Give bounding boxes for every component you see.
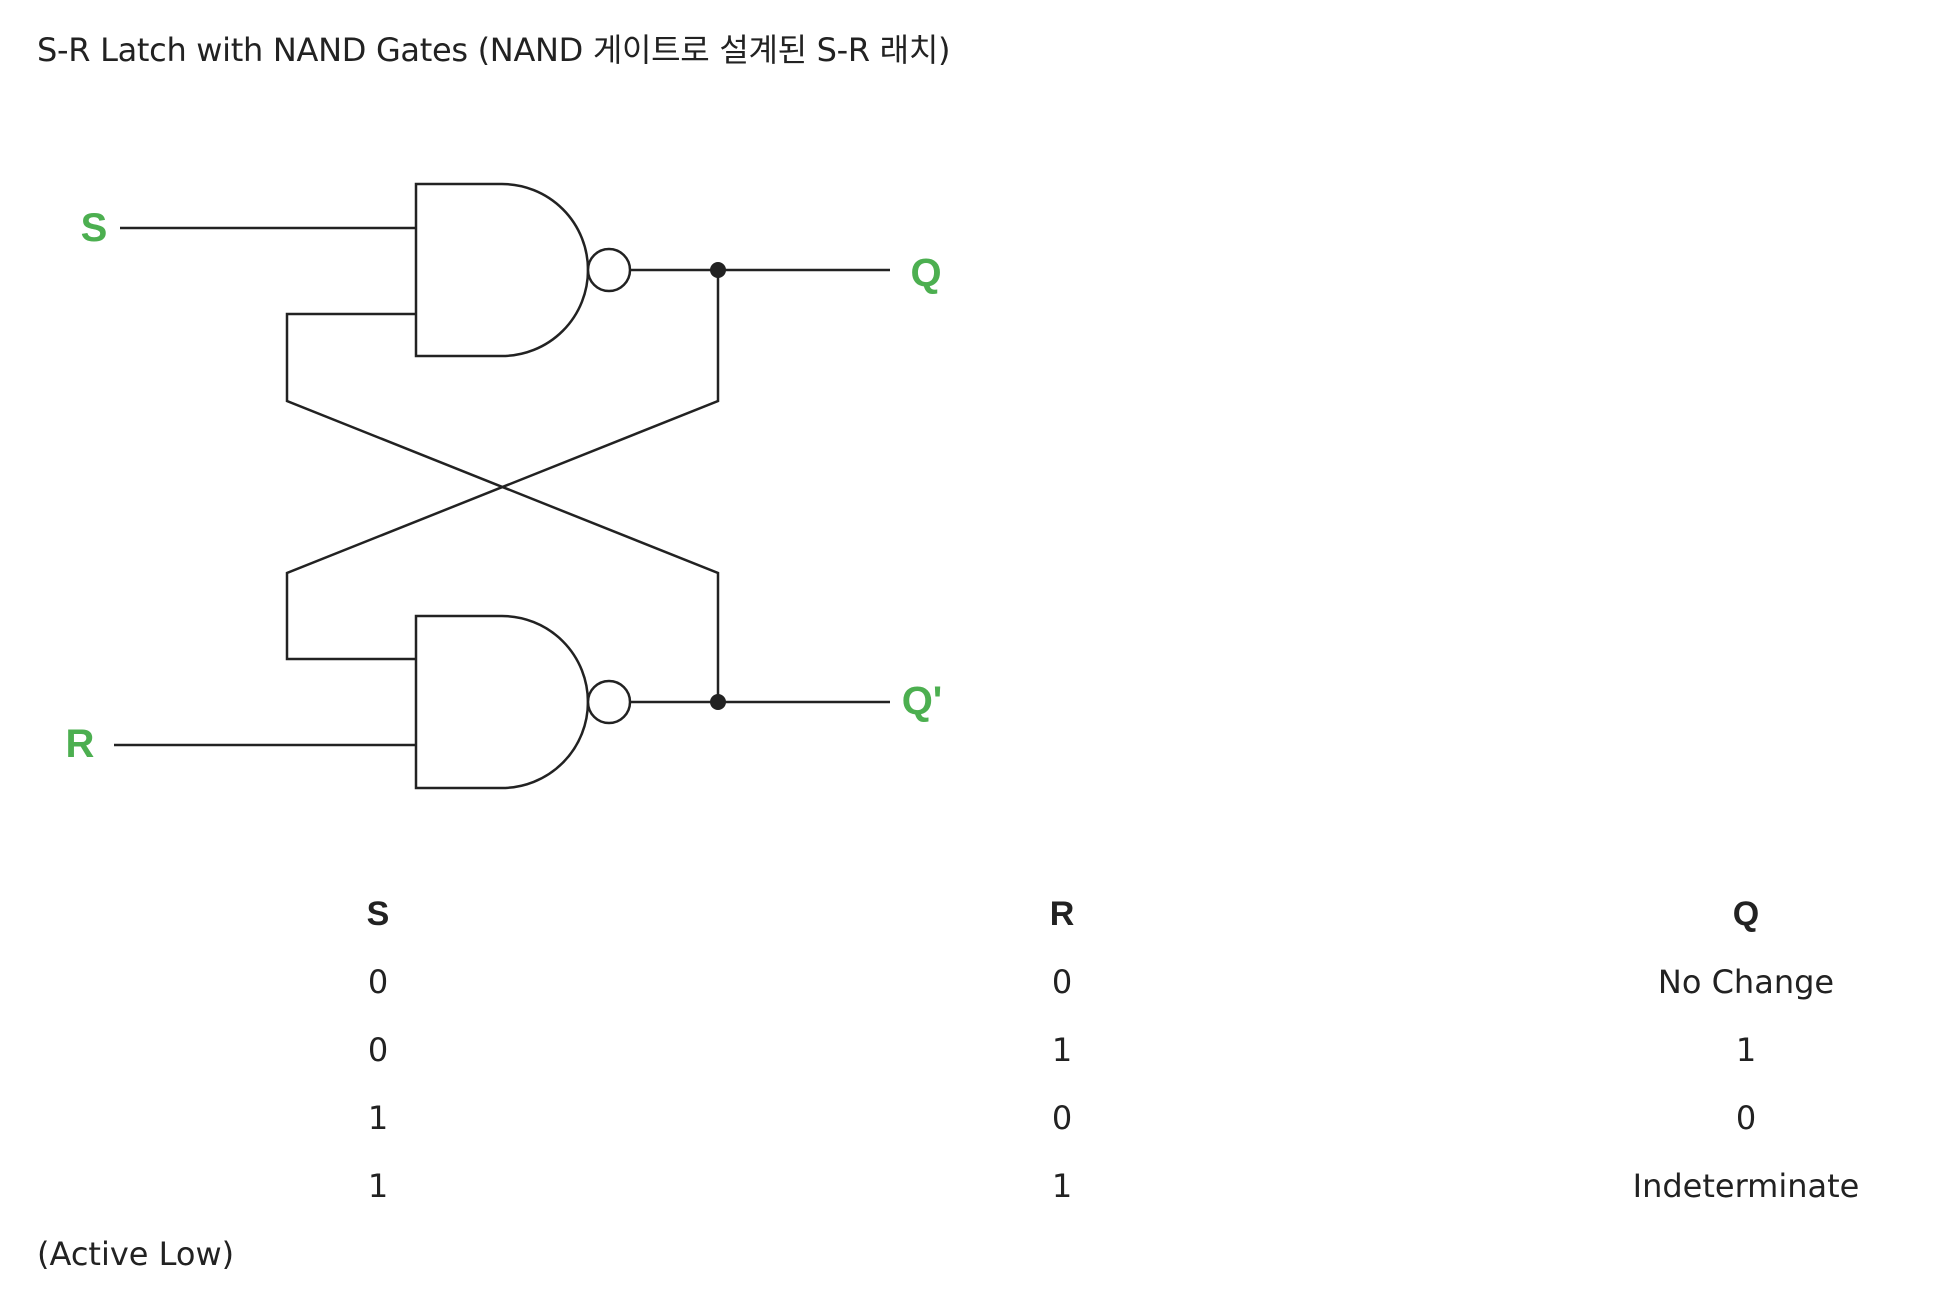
table-row: 1 0 0 [0, 1084, 1948, 1152]
wire-feedback-qnot [285, 312, 720, 702]
footnote: (Active Low) [37, 1235, 235, 1273]
table-row: 0 1 1 [0, 1016, 1948, 1084]
cell-r: 1 [1051, 1031, 1073, 1069]
cell-s: 0 [367, 963, 389, 1001]
junction-dot-qnot [710, 694, 726, 710]
inverter-bubble-bottom [586, 679, 632, 725]
truth-table-header: S R Q [0, 880, 1948, 948]
cell-q: No Change [1657, 963, 1835, 1001]
sr-latch-diagram: S R Q Q' [66, 182, 943, 790]
cell-s: 0 [367, 1031, 389, 1069]
cell-q: Indeterminate [1632, 1167, 1860, 1205]
nand-gate-bottom [414, 614, 590, 790]
truth-table: S R Q 0 0 No Change 0 1 1 1 0 0 1 1 Inde… [0, 880, 1948, 1220]
label-s: S [81, 206, 108, 250]
cell-s: 1 [367, 1167, 389, 1205]
cell-s: 1 [367, 1099, 389, 1137]
cell-q: 0 [1735, 1099, 1757, 1137]
label-q-not: Q' [902, 679, 943, 723]
header-q: Q [1732, 895, 1760, 933]
nand-gate-top [414, 182, 590, 358]
header-r: R [1049, 895, 1075, 933]
page-title: S-R Latch with NAND Gates (NAND 게이트로 설계된… [37, 31, 951, 69]
inverter-bubble-top [586, 247, 632, 293]
cell-r: 0 [1051, 1099, 1073, 1137]
cell-q: 1 [1735, 1031, 1757, 1069]
table-row: 1 1 Indeterminate [0, 1152, 1948, 1220]
cell-r: 1 [1051, 1167, 1073, 1205]
label-r: R [66, 722, 95, 766]
label-q: Q [910, 251, 941, 295]
header-s: S [366, 895, 390, 933]
wire-feedback-q [285, 270, 720, 661]
junction-dot-q [710, 262, 726, 278]
cell-r: 0 [1051, 963, 1073, 1001]
table-row: 0 0 No Change [0, 948, 1948, 1016]
